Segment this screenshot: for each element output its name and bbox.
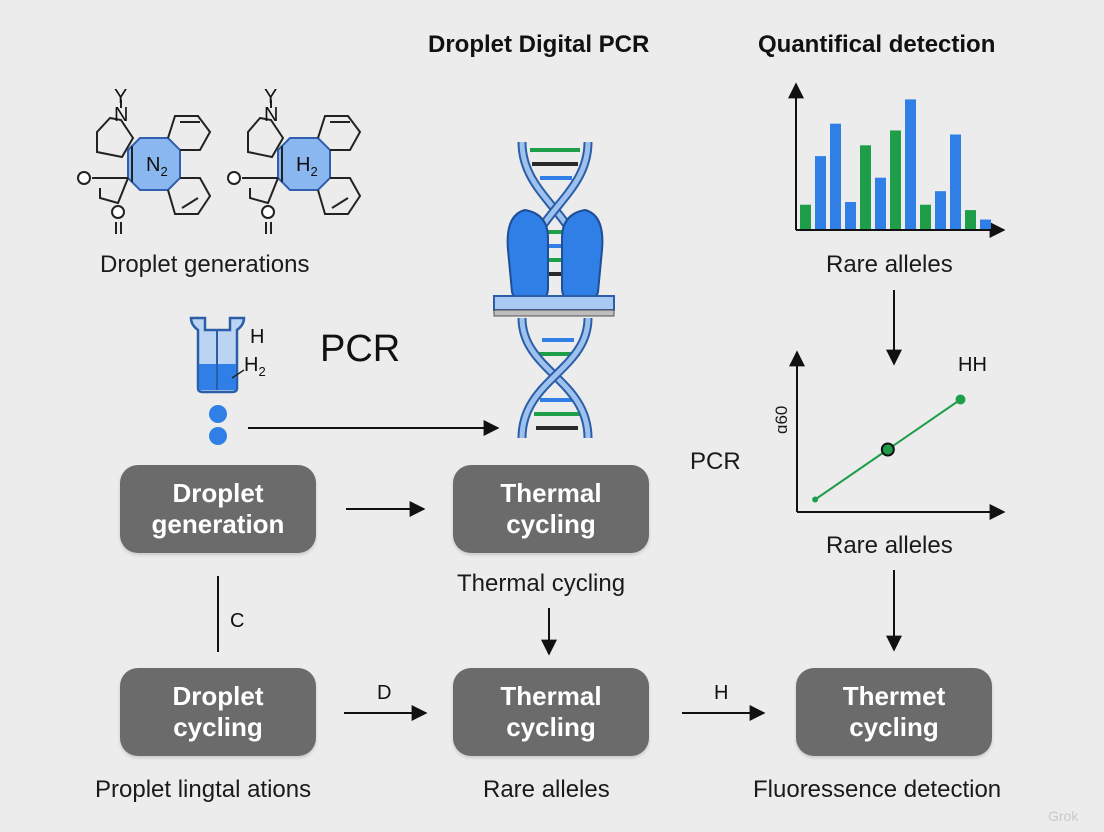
molecule-right — [227, 100, 362, 234]
box-thermet-cycling-line1: Thermet — [842, 681, 946, 711]
bar-12 — [965, 210, 976, 229]
bar-chart-axes — [788, 82, 1006, 238]
bar-10 — [935, 191, 946, 229]
tube-label-h: H — [250, 326, 265, 348]
bar-6 — [875, 177, 886, 229]
line-chart-ylabel: ɑ60 — [772, 405, 791, 434]
watermark: Grok — [1048, 808, 1079, 824]
heading-droplet-digital-pcr: Droplet Digital PCR — [428, 31, 650, 58]
bar-3 — [830, 123, 841, 229]
caption-pcr-side: PCR — [690, 448, 741, 475]
molecule-right-center-label: H2 — [296, 154, 318, 179]
bar-9 — [920, 204, 931, 229]
molecule-right-top-label: Y — [264, 86, 278, 108]
bar-5 — [860, 145, 871, 229]
line-point-1 — [812, 496, 819, 503]
tube-label-h2: H2 — [244, 354, 266, 379]
molecule-right-ring-atom: N — [264, 104, 279, 126]
line-point-3 — [955, 394, 966, 405]
molecule-left-ring-atom: N — [114, 104, 129, 126]
molecule-left — [77, 100, 212, 234]
box-thermal-cycling-top-line1: Thermal — [500, 478, 602, 508]
box-droplet-cycling-line2: cycling — [173, 712, 263, 742]
heading-quantifical-detection: Quantifical detection — [758, 31, 996, 58]
box-thermal-cycling-bottom-line2: cycling — [506, 712, 596, 742]
line-point-2 — [880, 442, 895, 457]
bar-8 — [905, 99, 916, 230]
bar-2 — [815, 156, 826, 229]
caption-fluorescence-detection: Fluoressence detection — [753, 776, 1002, 803]
arrow-label-c: C — [230, 610, 245, 632]
arrow-label-d: D — [377, 682, 392, 704]
bar-11 — [950, 134, 961, 229]
caption-rare-alleles-top: Rare alleles — [826, 251, 953, 278]
box-droplet-generation-line2: generation — [151, 509, 285, 539]
line-chart-axes — [789, 350, 1006, 520]
molecule-left-top-label: Y — [114, 86, 128, 108]
bar-13 — [980, 219, 991, 229]
molecule-left-center-label: N2 — [146, 154, 168, 179]
droplet-tube — [189, 316, 246, 445]
box-droplet-generation-line1: Droplet — [172, 478, 264, 508]
dna-helix-illustration — [493, 141, 615, 439]
box-droplet-cycling-line1: Droplet — [172, 681, 264, 711]
caption-droplet-generations: Droplet generations — [100, 251, 310, 278]
box-thermal-cycling-bottom-line1: Thermal — [500, 681, 602, 711]
box-thermal-cycling-top-line2: cycling — [506, 509, 596, 539]
caption-proplet-lingtal-ations: Proplet lingtal ations — [95, 776, 312, 803]
line-chart-point-label: HH — [958, 354, 987, 376]
bar-4 — [845, 202, 856, 229]
arrow-label-h: H — [714, 682, 729, 704]
box-thermet-cycling-line2: cycling — [849, 712, 939, 742]
caption-thermal-cycling: Thermal cycling — [457, 570, 626, 597]
caption-pcr: PCR — [320, 328, 401, 370]
caption-rare-alleles-bottom: Rare alleles — [483, 776, 610, 803]
flow-arrows — [217, 290, 902, 721]
bar-1 — [800, 204, 811, 229]
caption-rare-alleles-mid: Rare alleles — [826, 532, 953, 559]
bar-7 — [890, 130, 901, 229]
